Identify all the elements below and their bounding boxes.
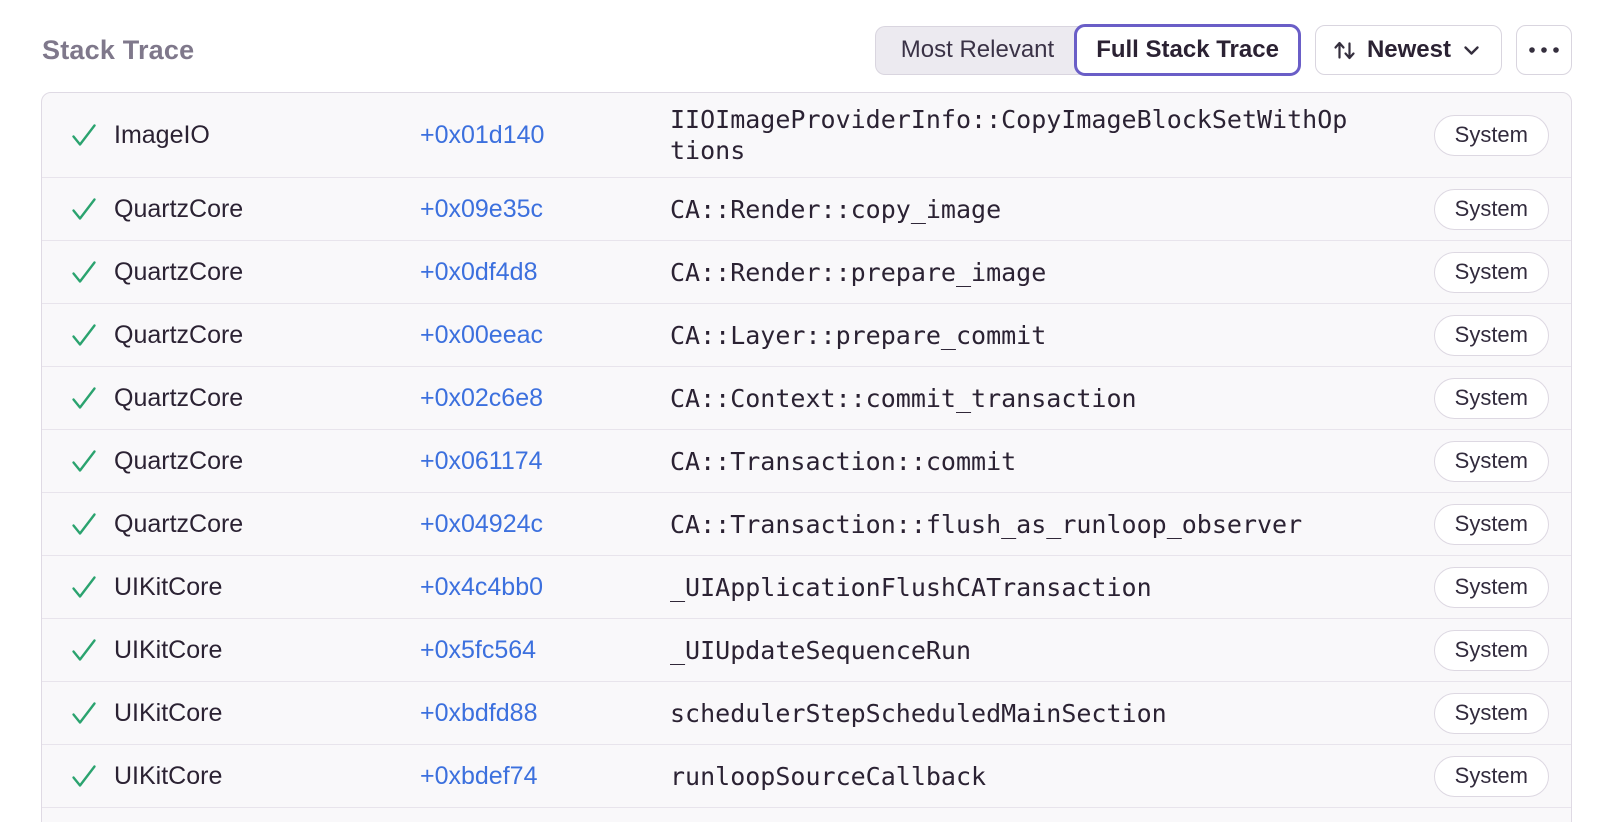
frame-module: UIKitCore [114, 761, 223, 790]
full-stack-trace-button[interactable]: Full Stack Trace [1074, 24, 1301, 76]
table-row[interactable]: ImageIO +0x01d140 IIOImageProviderInfo::… [42, 93, 1571, 177]
frame-tag-badge: System [1433, 503, 1549, 545]
frame-tag-badge: System [1433, 566, 1549, 608]
check-icon [69, 572, 99, 602]
sort-newest-button[interactable]: Newest [1314, 25, 1502, 75]
table-row[interactable]: UIKitCore +0xbdfd88 schedulerStepSchedul… [42, 681, 1571, 744]
ellipsis-icon [1527, 45, 1561, 55]
frame-module: QuartzCore [114, 320, 244, 349]
sort-arrows-icon [1331, 37, 1358, 64]
check-icon [69, 120, 99, 150]
check-icon [69, 320, 99, 350]
more-options-button[interactable] [1516, 25, 1572, 75]
page-title: Stack Trace [42, 34, 195, 65]
frame-function: CA::Context::commit_transaction [670, 383, 1137, 413]
table-row[interactable]: QuartzCore +0x0df4d8 CA::Render::prepare… [42, 240, 1571, 303]
table-row[interactable]: QuartzCore +0x04924c CA::Transaction::fl… [42, 492, 1571, 555]
frame-module: QuartzCore [114, 446, 244, 475]
stack-trace-table: ImageIO +0x01d140 IIOImageProviderInfo::… [41, 92, 1572, 822]
table-row[interactable]: QuartzCore +0x00eeac CA::Layer::prepare_… [42, 303, 1571, 366]
frame-tag-badge: System [1433, 314, 1549, 356]
frame-module: UIKitCore [114, 698, 223, 727]
check-icon [69, 194, 99, 224]
frame-tag-badge: System [1433, 629, 1549, 671]
check-icon [69, 761, 99, 791]
check-icon [69, 635, 99, 665]
frame-tag-badge: System [1433, 692, 1549, 734]
frame-module: QuartzCore [114, 194, 244, 223]
frame-address[interactable]: +0x09e35c [420, 194, 544, 223]
view-segmented-control: Most Relevant Full Stack Trace [874, 24, 1301, 76]
frame-function: runloopSourceCallback [670, 761, 987, 791]
frame-function: CA::Transaction::commit [670, 446, 1017, 476]
check-icon [69, 257, 99, 287]
frame-address[interactable]: +0x02c6e8 [420, 383, 544, 412]
frame-address[interactable]: +0x01d140 [420, 120, 545, 149]
check-icon [69, 509, 99, 539]
frame-tag-badge: System [1433, 755, 1549, 797]
frame-address[interactable]: +0xbdef74 [420, 761, 538, 790]
table-row-partial [42, 807, 1571, 819]
panel-header: Stack Trace Most Relevant Full Stack Tra… [0, 0, 1614, 76]
frame-module: QuartzCore [114, 509, 244, 538]
frame-address[interactable]: +0x061174 [420, 446, 543, 475]
frame-address[interactable]: +0x04924c [420, 509, 544, 538]
sort-button-label: Newest [1366, 36, 1451, 63]
table-row[interactable]: UIKitCore +0x4c4bb0 _UIApplicationFlushC… [42, 555, 1571, 618]
frame-function: _UIApplicationFlushCATransaction [670, 572, 1152, 602]
frame-tag-badge: System [1433, 440, 1549, 482]
frame-module: ImageIO [114, 120, 210, 149]
frame-address[interactable]: +0x4c4bb0 [420, 572, 544, 601]
frame-function: CA::Layer::prepare_commit [670, 320, 1047, 350]
frame-module: QuartzCore [114, 383, 244, 412]
check-icon [69, 698, 99, 728]
chevron-down-icon [1460, 39, 1483, 62]
most-relevant-button[interactable]: Most Relevant [874, 25, 1081, 75]
frame-address[interactable]: +0x5fc564 [420, 635, 537, 664]
frame-tag-badge: System [1433, 114, 1549, 156]
frame-function: IIOImageProviderInfo::CopyImageBlockSetW… [670, 105, 1348, 165]
table-row[interactable]: QuartzCore +0x02c6e8 CA::Context::commit… [42, 366, 1571, 429]
table-row[interactable]: QuartzCore +0x09e35c CA::Render::copy_im… [42, 177, 1571, 240]
frame-tag-badge: System [1433, 251, 1549, 293]
check-icon [69, 383, 99, 413]
frame-address[interactable]: +0x00eeac [420, 320, 544, 349]
frame-function: CA::Transaction::flush_as_runloop_observ… [670, 509, 1303, 539]
frame-address[interactable]: +0xbdfd88 [420, 698, 538, 727]
frame-tag-badge: System [1433, 377, 1549, 419]
frame-tag-badge: System [1433, 188, 1549, 230]
toolbar: Most Relevant Full Stack Trace Newest [874, 24, 1572, 76]
check-icon [69, 446, 99, 476]
frame-module: UIKitCore [114, 572, 223, 601]
frame-address[interactable]: +0x0df4d8 [420, 257, 538, 286]
frame-function: CA::Render::prepare_image [670, 257, 1047, 287]
table-row[interactable]: UIKitCore +0x5fc564 _UIUpdateSequenceRun… [42, 618, 1571, 681]
frame-function: _UIUpdateSequenceRun [670, 635, 972, 665]
frame-function: CA::Render::copy_image [670, 194, 1002, 224]
frame-module: QuartzCore [114, 257, 244, 286]
table-row[interactable]: QuartzCore +0x061174 CA::Transaction::co… [42, 429, 1571, 492]
frame-function: schedulerStepScheduledMainSection [670, 698, 1167, 728]
table-row[interactable]: UIKitCore +0xbdef74 runloopSourceCallbac… [42, 744, 1571, 807]
frame-module: UIKitCore [114, 635, 223, 664]
